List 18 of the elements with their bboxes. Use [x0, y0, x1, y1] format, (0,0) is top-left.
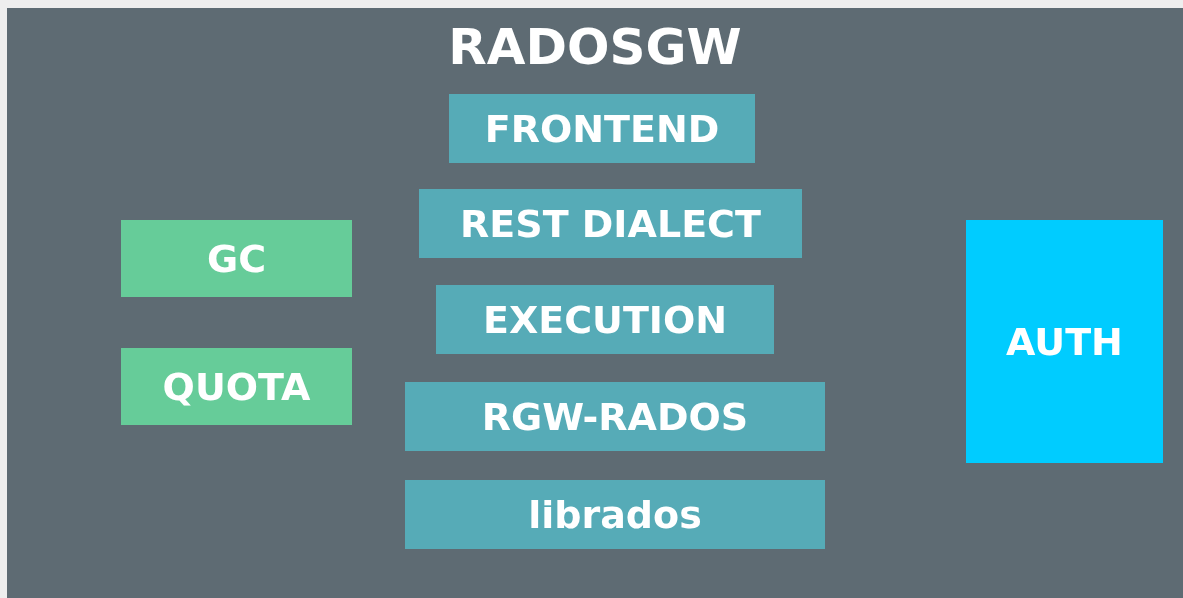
- component-box: [449, 94, 755, 163]
- panel: [7, 8, 1183, 598]
- component-label: GC: [206, 239, 267, 278]
- component-label: EXECUTION: [482, 300, 728, 339]
- component-label: REST DIALECT: [460, 204, 761, 243]
- component-label: librados: [528, 495, 702, 534]
- component-box: [121, 220, 352, 297]
- component-label: FRONTEND: [484, 109, 720, 148]
- panel-title: RADOSGW: [447, 22, 743, 72]
- component-box: [436, 285, 774, 354]
- component-box: [419, 189, 802, 258]
- component-label: QUOTA: [162, 367, 311, 406]
- component-label: RGW-RADOS: [481, 397, 749, 436]
- component-box: [121, 348, 352, 425]
- component-box: [405, 480, 825, 549]
- component-label: AUTH: [1006, 322, 1123, 361]
- component-box: [405, 382, 825, 451]
- component-box: [966, 220, 1163, 463]
